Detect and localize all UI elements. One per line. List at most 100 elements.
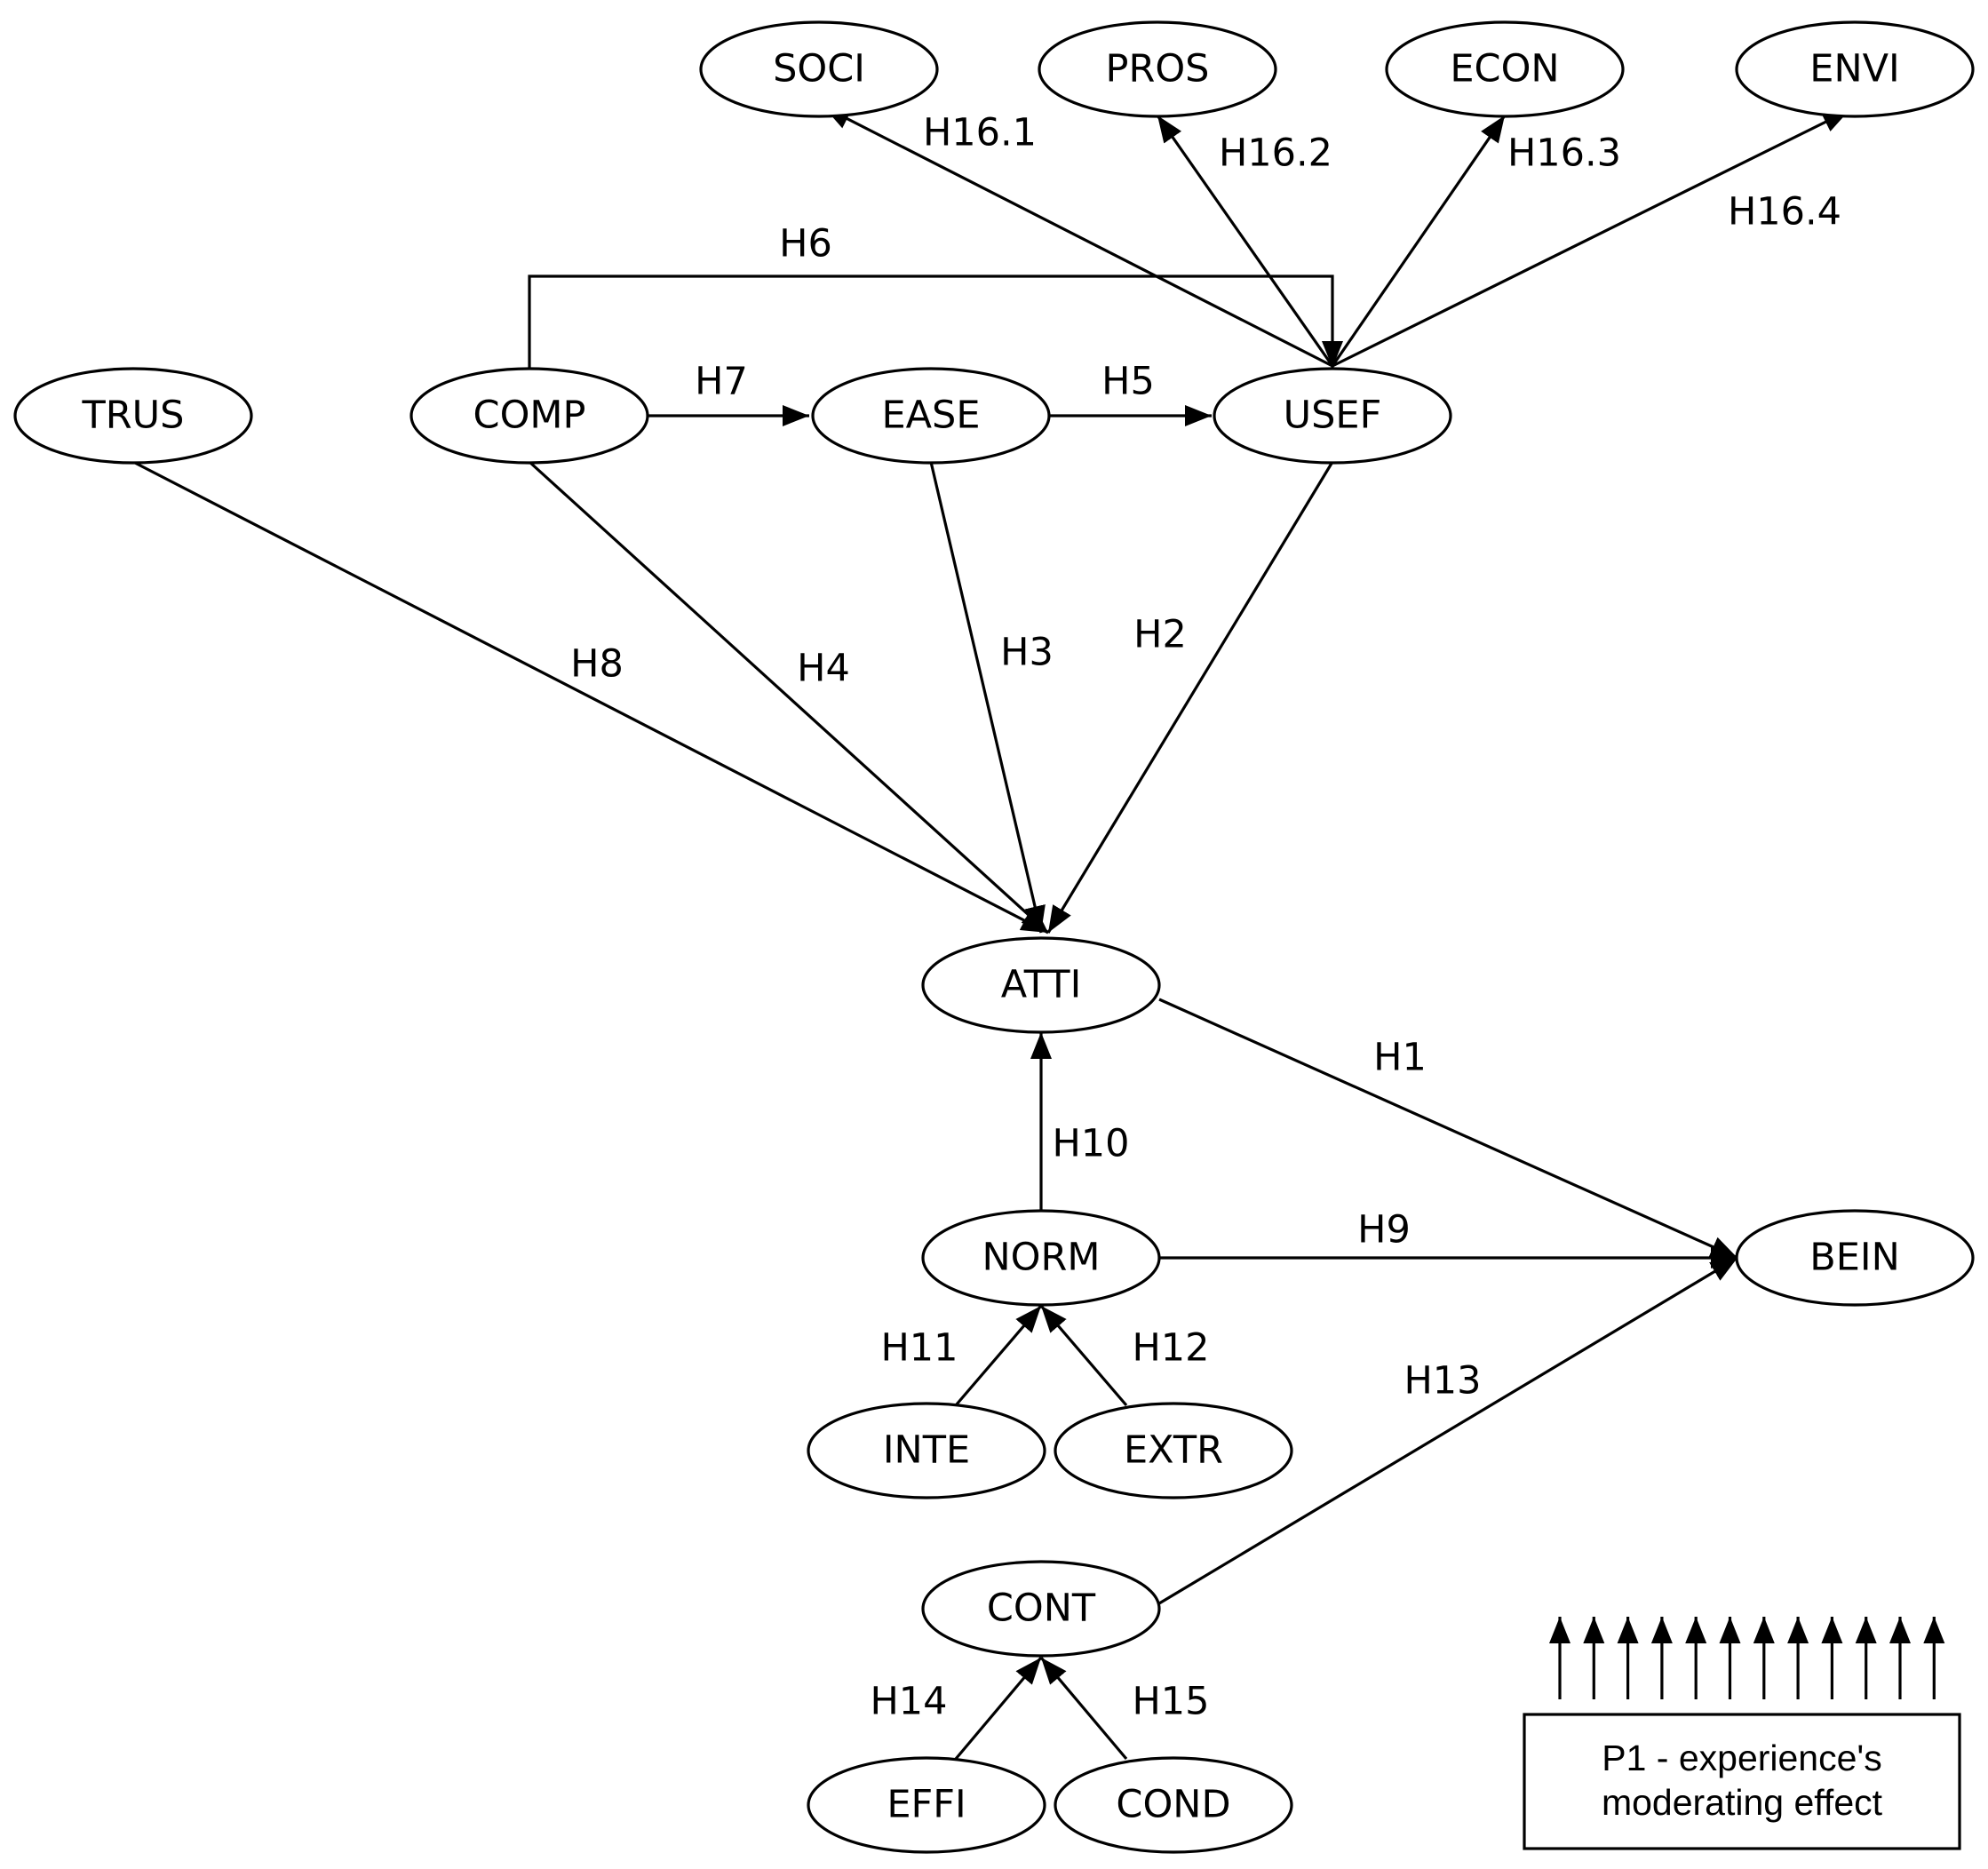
node-label: EASE xyxy=(881,394,980,438)
node-label: INTE xyxy=(883,1428,970,1473)
edge-arrow xyxy=(1158,1256,1738,1605)
node-label: COMP xyxy=(473,394,586,438)
edge-label: H10 xyxy=(1052,1122,1129,1166)
edge-cont-to-bein: H13 xyxy=(1158,1256,1738,1605)
node-label: EXTR xyxy=(1124,1428,1223,1473)
edge-cond-to-cont: H15 xyxy=(1039,1656,1210,1761)
node-ellipse xyxy=(1735,20,1975,118)
node-inte: INTE xyxy=(807,1402,1046,1499)
node-atti: ATTI xyxy=(921,936,1161,1034)
node-label: TRUS xyxy=(82,394,185,438)
node-ellipse xyxy=(921,936,1161,1034)
node-bein: BEIN xyxy=(1735,1209,1975,1307)
moderator-arrows xyxy=(1549,1617,1945,1699)
node-label: SOCI xyxy=(773,47,865,91)
edge-arrow xyxy=(1039,1656,1128,1761)
edge-arrow xyxy=(1039,1304,1128,1407)
edge-extr-to-norm: H12 xyxy=(1039,1304,1210,1407)
edge-arrow xyxy=(528,460,1050,934)
edge-comp-to-usef: H6 xyxy=(528,222,1343,368)
edge-ease-to-atti: H3 xyxy=(929,461,1054,934)
node-usef: USEF xyxy=(1213,367,1452,465)
node-ellipse xyxy=(807,1756,1046,1854)
edge-label: H16.4 xyxy=(1728,190,1841,235)
node-norm: NORM xyxy=(921,1209,1161,1307)
edge-comp-to-atti: H4 xyxy=(528,460,1050,934)
node-ellipse xyxy=(921,1560,1161,1658)
moderator-line-2: moderating effect xyxy=(1602,1782,1883,1823)
node-cont: CONT xyxy=(921,1560,1161,1658)
edge-label: H12 xyxy=(1132,1326,1209,1371)
edge-inte-to-norm: H11 xyxy=(880,1304,1043,1407)
node-ellipse xyxy=(1038,20,1277,118)
edge-arrow xyxy=(954,1656,1043,1761)
moderator-box xyxy=(1523,1713,1961,1850)
node-ellipse xyxy=(13,367,253,465)
edge-label: H9 xyxy=(1357,1208,1411,1253)
node-ellipse xyxy=(699,20,939,118)
node-econ: ECON xyxy=(1385,20,1625,118)
edge-arrow xyxy=(1046,461,1334,934)
node-effi: EFFI xyxy=(807,1756,1046,1854)
moderator-legend: P1 - experience's moderating effect xyxy=(1523,1617,1961,1850)
node-label: ECON xyxy=(1450,47,1559,91)
node-label: USEF xyxy=(1284,394,1382,438)
edge-usef-to-econ: H16.3 xyxy=(1331,115,1621,367)
edge-label: H3 xyxy=(1000,631,1054,675)
edge-label: H4 xyxy=(797,647,850,691)
edge-label: H15 xyxy=(1132,1680,1209,1724)
edge-label: H7 xyxy=(695,360,748,404)
edge-label: H16.3 xyxy=(1507,131,1621,176)
nodes-layer: SOCI PROS ECON ENVI TRUS COMP EASE USEF ATTI NORM… xyxy=(13,20,1975,1854)
node-extr: EXTR xyxy=(1054,1402,1293,1499)
node-ellipse xyxy=(1054,1756,1293,1854)
edge-norm-to-atti: H10 xyxy=(1030,1032,1130,1210)
node-label: BEIN xyxy=(1809,1236,1900,1280)
edge-usef-to-envi: H16.4 xyxy=(1332,108,1850,368)
edge-arrow xyxy=(1156,115,1334,367)
node-ellipse xyxy=(1385,20,1625,118)
edge-usef-to-soci: H16.1 xyxy=(823,105,1333,368)
node-label: CONT xyxy=(987,1587,1096,1631)
node-label: NORM xyxy=(982,1236,1101,1280)
edge-label: H6 xyxy=(779,222,832,266)
node-ellipse xyxy=(1735,1209,1975,1307)
edge-atti-to-bein: H1 xyxy=(1158,998,1738,1260)
edge-label: H1 xyxy=(1373,1036,1427,1080)
edge-ease-to-usef: H5 xyxy=(1050,360,1212,426)
node-ellipse xyxy=(410,367,649,465)
edge-norm-to-bein: H9 xyxy=(1159,1208,1738,1269)
edge-arrow xyxy=(954,1304,1043,1407)
edge-arrow xyxy=(132,460,1049,934)
node-ellipse xyxy=(811,367,1051,465)
node-comp: COMP xyxy=(410,367,649,465)
node-trus: TRUS xyxy=(13,367,253,465)
node-envi: ENVI xyxy=(1735,20,1975,118)
node-label: ENVI xyxy=(1809,47,1899,91)
edge-label: H16.2 xyxy=(1219,131,1332,176)
edge-label: H13 xyxy=(1404,1359,1481,1404)
edge-arrow xyxy=(823,105,1333,368)
node-label: EFFI xyxy=(887,1783,966,1827)
node-pros: PROS xyxy=(1038,20,1277,118)
edge-label: H14 xyxy=(870,1680,947,1724)
moderator-line-1: P1 - experience's xyxy=(1602,1738,1882,1778)
edge-label: H16.1 xyxy=(923,111,1037,155)
edge-arrow xyxy=(929,461,1046,934)
node-ellipse xyxy=(807,1402,1046,1499)
edge-label: H11 xyxy=(880,1326,958,1371)
edge-trus-to-atti: H8 xyxy=(132,460,1049,934)
edge-label: H2 xyxy=(1133,613,1187,657)
edge-usef-to-atti: H2 xyxy=(1046,461,1334,934)
node-ease: EASE xyxy=(811,367,1051,465)
node-ellipse xyxy=(1054,1402,1293,1499)
node-cond: COND xyxy=(1054,1756,1293,1854)
edge-arrow xyxy=(1331,115,1507,367)
edge-arrow xyxy=(1332,108,1850,368)
node-ellipse xyxy=(1213,367,1452,465)
node-soci: SOCI xyxy=(699,20,939,118)
edge-label: H5 xyxy=(1101,360,1155,404)
edge-arrow xyxy=(1158,998,1738,1260)
